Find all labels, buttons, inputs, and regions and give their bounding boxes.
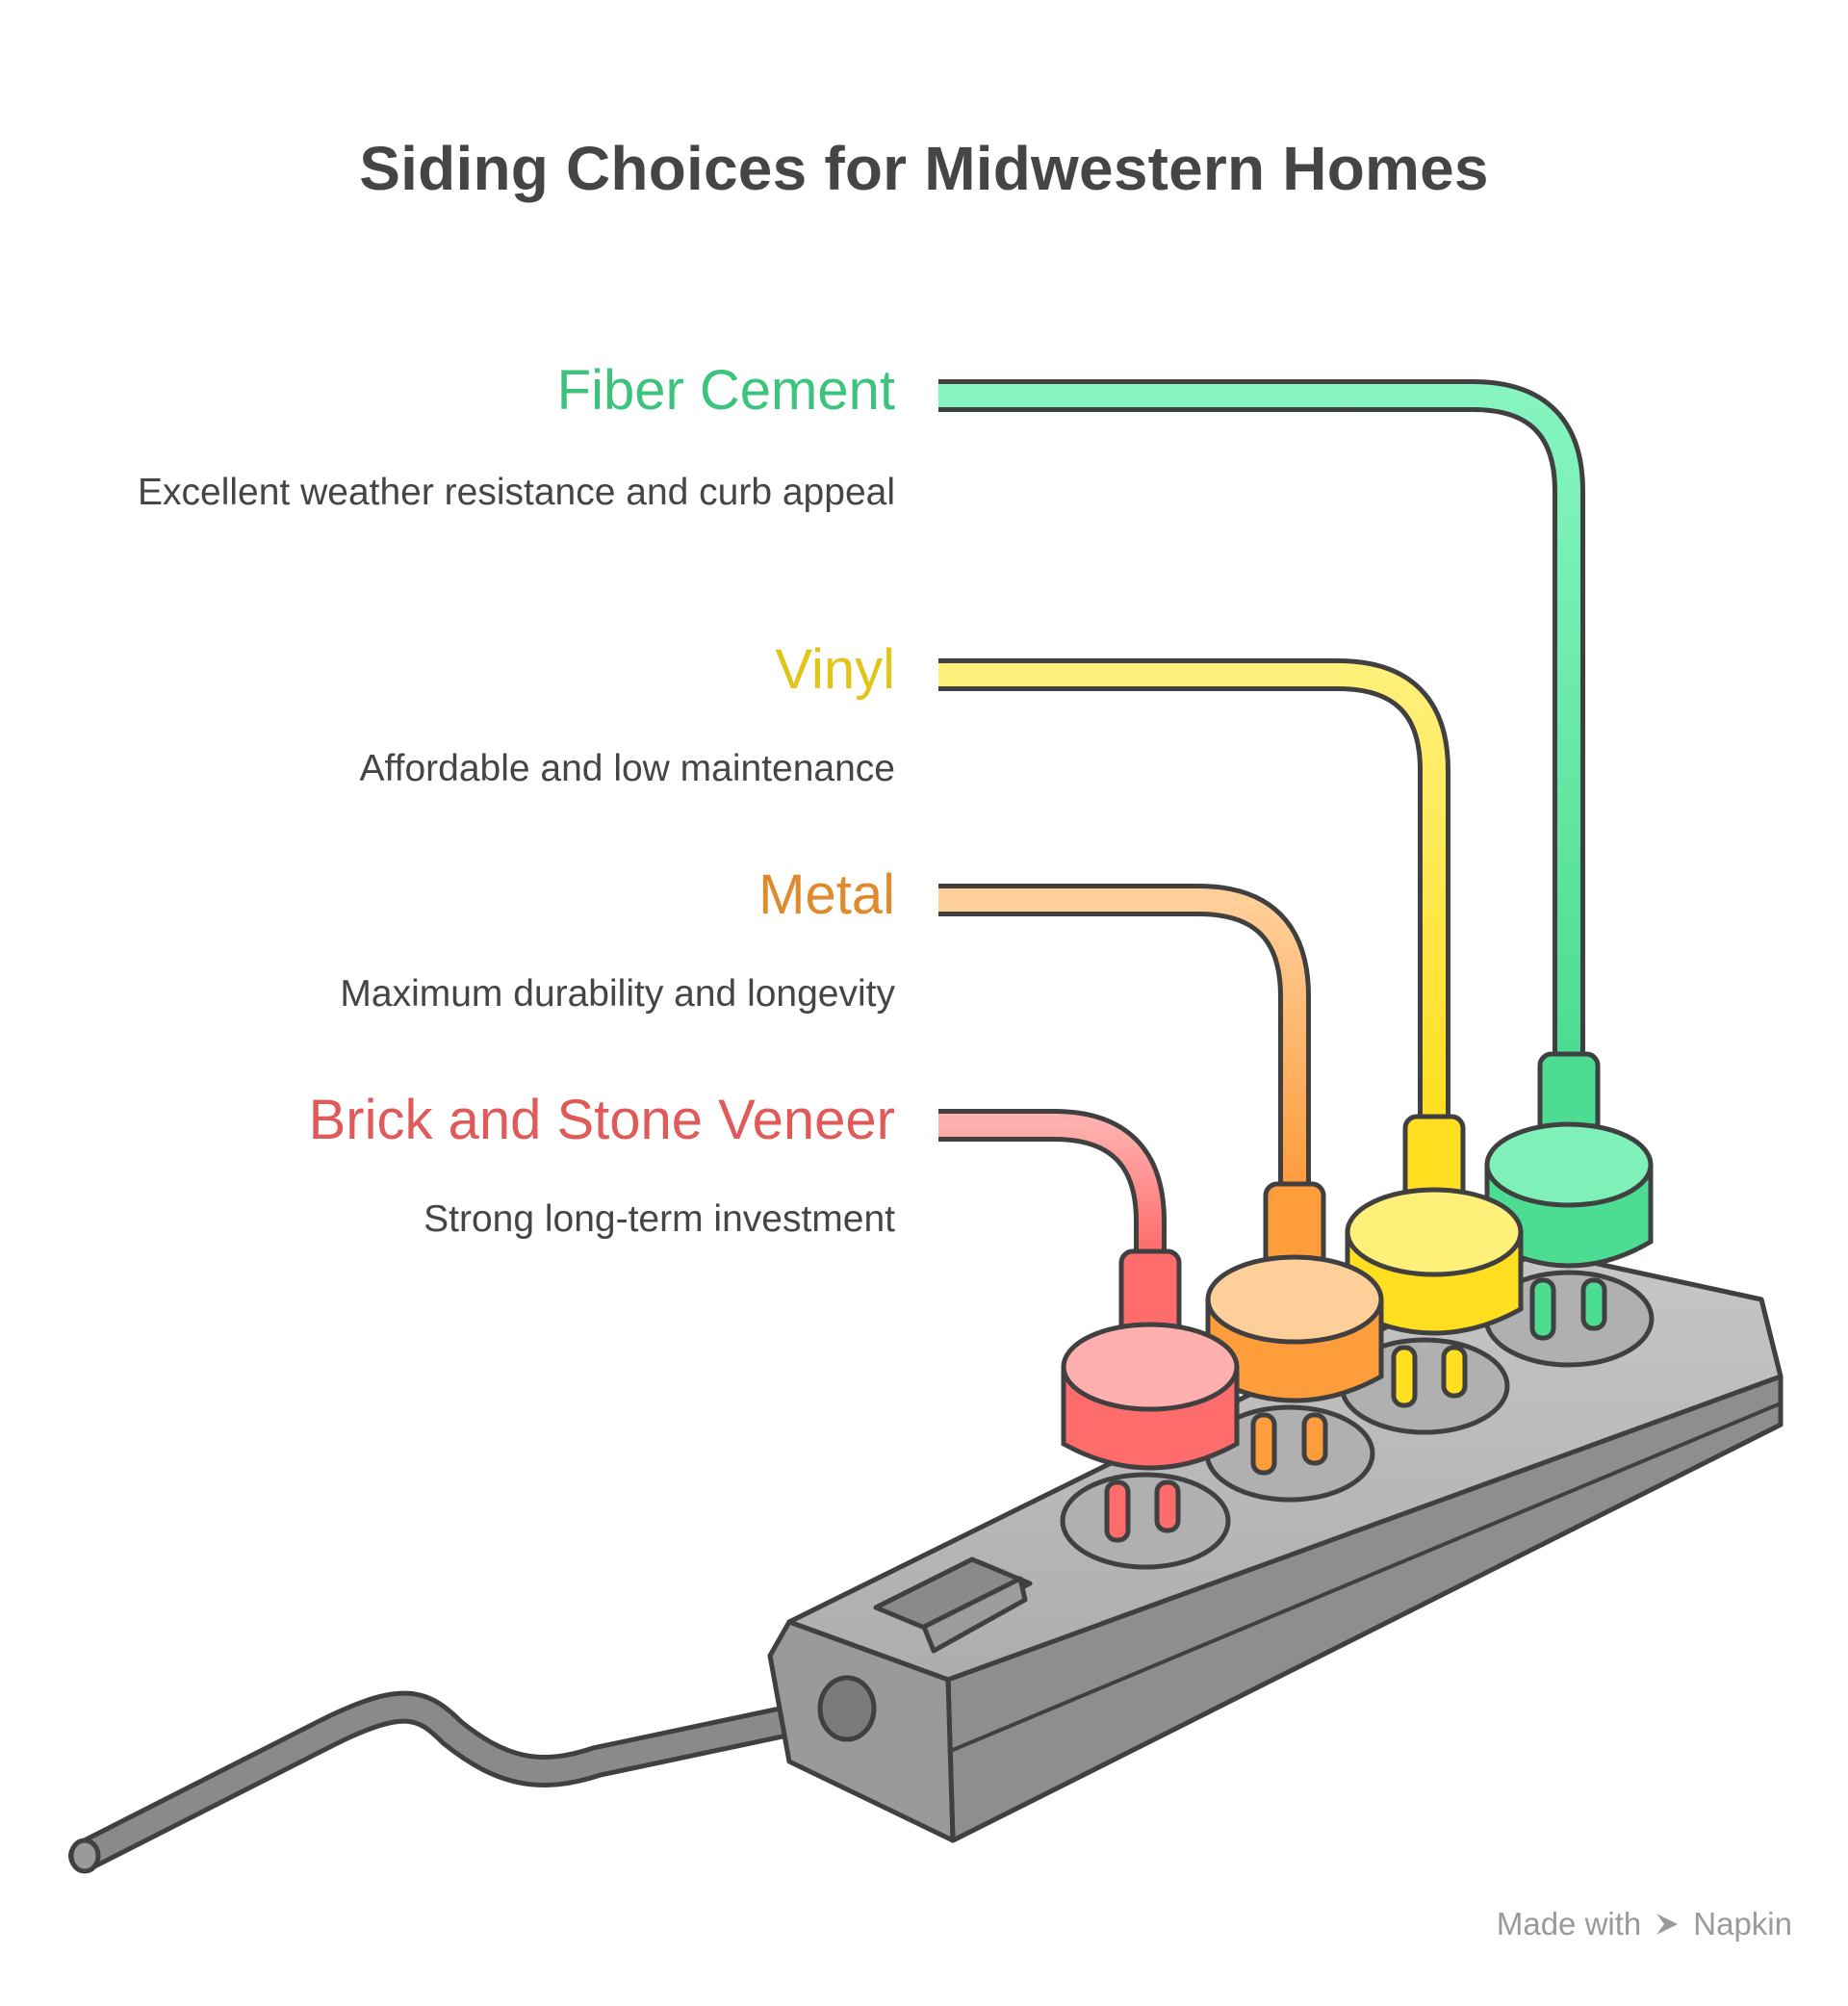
label-vinyl: Vinyl — [775, 638, 895, 701]
page-title: Siding Choices for Midwestern Homes — [359, 134, 1489, 203]
desc-fiber-cement: Excellent weather resistance and curb ap… — [138, 472, 895, 513]
label-metal: Metal — [758, 863, 895, 926]
cables — [938, 379, 1585, 1251]
footer-attribution: Made with Napkin — [1497, 1906, 1792, 1942]
label-brick-stone: Brick and Stone Veneer — [308, 1089, 895, 1151]
label-fiber-cement: Fiber Cement — [556, 359, 895, 422]
desc-brick-stone: Strong long-term investment — [424, 1198, 895, 1240]
footer-brand: Napkin — [1693, 1906, 1792, 1942]
plug-brick-stone — [1061, 1248, 1240, 1543]
desc-metal: Maximum durability and longevity — [340, 973, 895, 1015]
power-cord — [68, 1690, 863, 1874]
desc-vinyl: Affordable and low maintenance — [359, 748, 896, 789]
plug-fiber-cement — [1484, 1051, 1654, 1341]
footer-prefix: Made with — [1496, 1906, 1642, 1942]
napkin-logo-icon — [1656, 1914, 1679, 1935]
power-strip — [767, 1248, 1784, 1843]
plug-vinyl — [1345, 1114, 1524, 1408]
plug-metal — [1205, 1181, 1384, 1476]
